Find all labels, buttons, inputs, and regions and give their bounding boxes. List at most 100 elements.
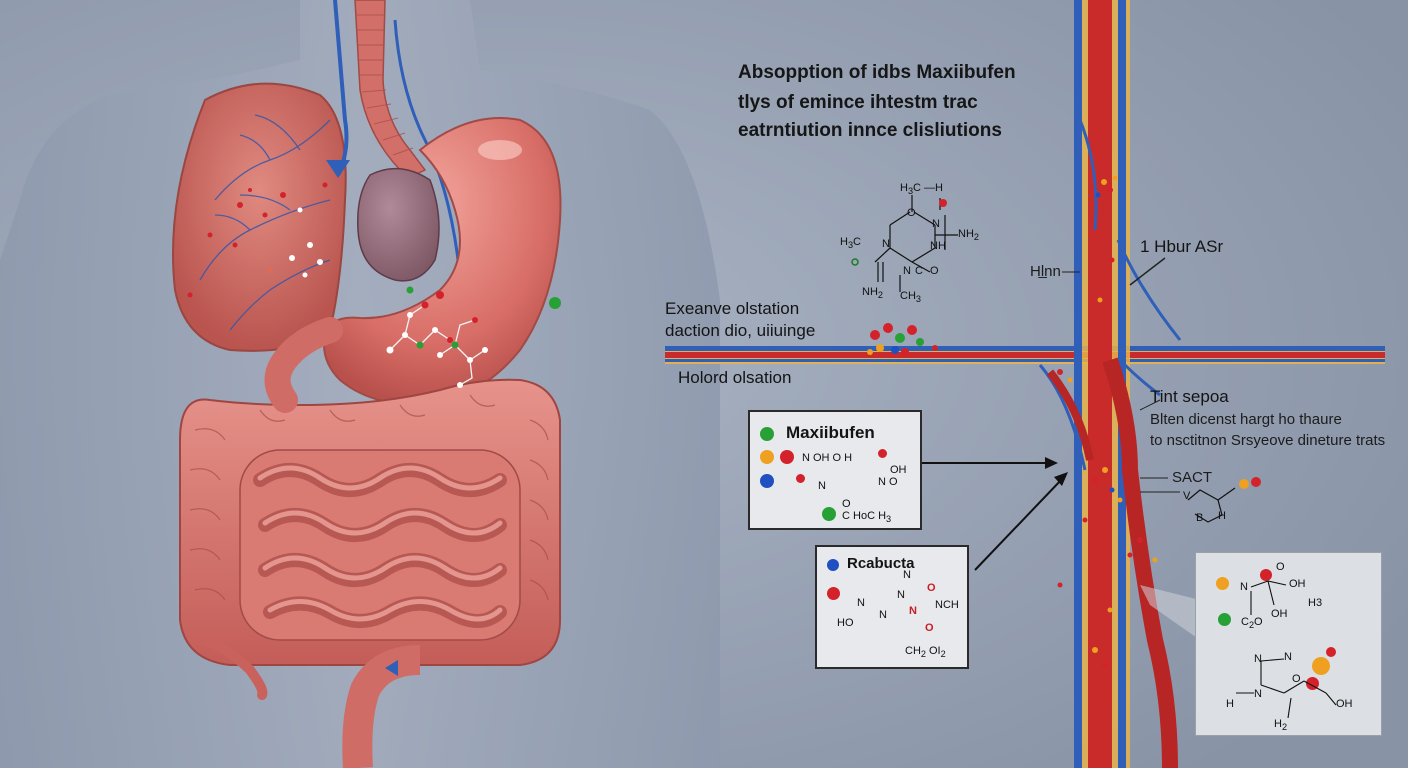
label-hlnn: Hl̲nn [1030, 263, 1061, 280]
arrow-up-right-icon [1054, 472, 1068, 486]
maxibufen-formula-4: N [818, 480, 826, 492]
vessel-particles [1057, 175, 1158, 668]
label-left-2: daction dio, uiiuinge [665, 321, 816, 340]
title-line-3: eatrntiution innce clisliutions [738, 120, 1002, 141]
red-atom-small-icon [878, 449, 887, 458]
esophagus-rings [357, 14, 414, 156]
maxibufen-formula-3: N O [878, 476, 898, 488]
mol-top-atom-7: NH [930, 240, 946, 252]
callout-formula-5: C2O [1241, 616, 1263, 631]
vessel-top [333, 0, 349, 176]
lung-particles [187, 182, 328, 298]
green-atom-icon [760, 427, 774, 441]
rcabucta-formula-4: N [857, 597, 865, 609]
maxibufen-formula-2: OH [890, 464, 907, 476]
callout-formula-4: OH [1271, 608, 1288, 620]
red-atom-tiny-icon [796, 474, 805, 483]
callout-formula-3: OH [1289, 578, 1306, 590]
mol-top-atom-10: O [930, 265, 939, 277]
mol-top-atom-2: O [907, 207, 916, 219]
label-sact: SACT [1172, 469, 1213, 486]
sact-atom-3: H [1218, 510, 1226, 522]
tint-pointer [1139, 399, 1161, 411]
rcabucta-formula-7: HO [837, 617, 854, 629]
green-atom-small-icon [822, 507, 836, 521]
rcabucta-formula-1: N [903, 569, 911, 581]
callout-pointer [1140, 585, 1200, 640]
horizontal-vein-lower [665, 359, 1385, 362]
title-line-1: Absopption of idbs Maxiibufen [738, 62, 1016, 83]
molecule-top-green [851, 258, 859, 266]
sact-orange [1239, 479, 1249, 489]
callout-bonds [1236, 580, 1337, 719]
rectum [342, 645, 421, 768]
stomach [323, 117, 562, 407]
mol-top-atom-9: C [915, 265, 923, 277]
maxibufen-formula-6: C HoC H3 [842, 510, 892, 525]
title-line-2: tlys of emince ihtestm trac [738, 92, 978, 113]
orange-atom-icon [760, 450, 774, 464]
callout-formula-9: H [1226, 698, 1234, 710]
maxibufen-formula-1: N OH O H [802, 452, 853, 464]
arrow-left-icon [385, 660, 398, 676]
mol-top-atom-8: N [903, 265, 911, 277]
green-marker [549, 297, 561, 309]
sact-atom-2: B [1196, 512, 1204, 524]
label-right-line-1: Blten dicenst hargt ho thaure [1150, 411, 1342, 428]
mol-top-atom-3: N [932, 218, 940, 230]
rcabucta-title: Rcabucta [847, 555, 915, 572]
small-intestine-base [239, 449, 521, 641]
callout-formula-7: N [1254, 653, 1262, 665]
callout-formula-2: N [1240, 581, 1248, 593]
vessel-stomach [393, 19, 464, 301]
label-hour: 1 Hbur ASr [1140, 237, 1224, 256]
mol-top-atom-5: H3C [840, 236, 861, 251]
rcabucta-formula-9: O [925, 622, 934, 634]
green-atom-icon-2 [1218, 613, 1231, 626]
horizontal-particles [867, 323, 1073, 383]
label-right-line-2: to nsctitnon Srsyeove dineture trats [1150, 432, 1386, 449]
lung-vessels [199, 114, 331, 331]
callout-formula-1: O [1276, 561, 1285, 573]
arrow-right-icon [1045, 457, 1058, 469]
maxibufen-title: Maxiibufen [786, 423, 875, 442]
mol-top-atom-1: H3C —H [900, 182, 943, 197]
intestine-haustra [189, 394, 549, 601]
hour-pointer [1129, 257, 1166, 286]
callout-formula-10: N [1284, 651, 1292, 663]
rcabucta-formula-3: N [897, 589, 905, 601]
callout-formula-12: OH [1336, 698, 1353, 710]
blue-atom-icon [760, 474, 774, 488]
rcabucta-formula-11: OI2 [929, 645, 946, 660]
stomach-highlight [478, 140, 522, 160]
artery-branch-2 [1046, 369, 1094, 461]
lung [172, 82, 347, 352]
arrow-rcabucta-line [974, 477, 1064, 571]
label-left-3: Holord olsation [678, 368, 792, 387]
rcabucta-formula-5: NCH [935, 599, 959, 611]
arrow-down-icon-lung [326, 160, 350, 178]
mol-top-atom-11: NH2 [862, 286, 883, 301]
mol-top-atom-6: N [882, 238, 890, 250]
label-right-title: Tint sepoa [1150, 387, 1229, 406]
vertical-vein-left [1074, 0, 1082, 768]
maxibufen-box: Maxiibufen N OH O H OH N O N O C HoC H3 [748, 410, 922, 530]
red-atom-icon-4 [1306, 677, 1319, 690]
callout-formula-6: H3 [1308, 597, 1323, 609]
sact-atom-1: V [1183, 490, 1191, 502]
structure-callout-box: O N OH OH C2O H3 N N H N O OH H2 [1195, 552, 1382, 736]
appendix [200, 635, 268, 700]
small-intestine-highlights [257, 465, 503, 622]
molecule-top [874, 195, 958, 292]
label-left-1: Exeanve olstation [665, 299, 800, 318]
artery-branch [1102, 357, 1178, 768]
callout-formula-8: N [1254, 688, 1262, 700]
callout-formula-11: O [1292, 673, 1301, 685]
rcabucta-formula-10: CH2 [905, 645, 926, 660]
vessel-branches [1038, 119, 1182, 471]
callout-formula-13: H2 [1274, 718, 1288, 733]
red-atom-icon-5 [1326, 647, 1336, 657]
orange-atom-large-icon [1312, 657, 1330, 675]
red-atom-icon-3 [1260, 569, 1272, 581]
